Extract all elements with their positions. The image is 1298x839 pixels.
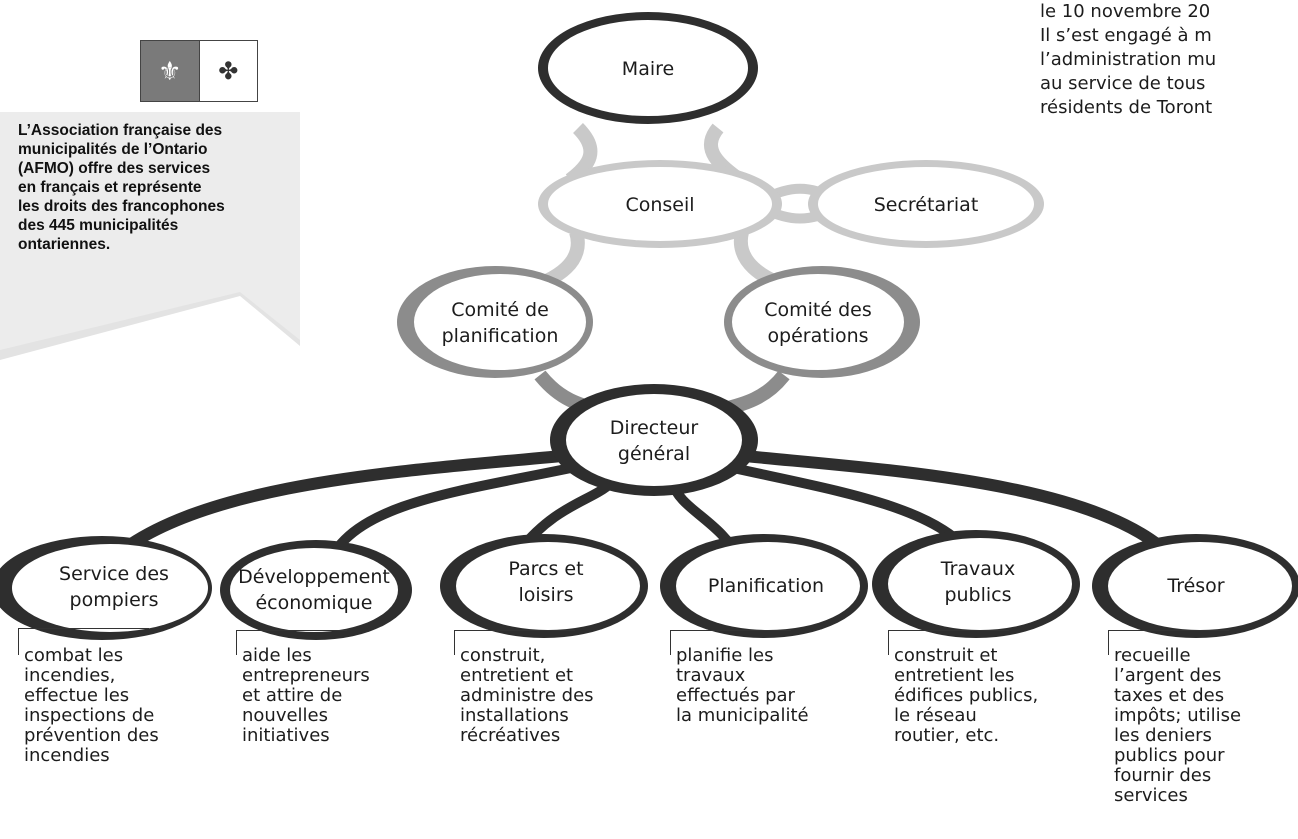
- travaux-description: construit et entretient les édifices pub…: [894, 645, 1039, 746]
- pompiers-node: [12, 544, 208, 632]
- travaux-node: [888, 538, 1072, 630]
- franco-ontarian-flag: ⚜ ✤: [140, 40, 258, 102]
- directeur-label-2: général: [618, 443, 690, 465]
- side-text: le 10 novembre 20 Il s’est engagé à m l’…: [1040, 1, 1217, 118]
- callout-text: L’Association française des municipalité…: [18, 122, 225, 253]
- secretariat-label: Secrétariat: [874, 194, 979, 216]
- tresor-bracket: [1108, 630, 1229, 655]
- developpement-label-2: économique: [255, 592, 372, 614]
- developpement-description: aide les entrepreneurs et attire de nouv…: [242, 645, 370, 746]
- pompiers-bracket: [18, 628, 149, 655]
- parcs-label-2: loisirs: [518, 584, 573, 606]
- conseil-label: Conseil: [625, 194, 694, 216]
- directeur-node: [566, 394, 742, 486]
- secretariat-node: [818, 167, 1034, 241]
- planification-node: [676, 542, 860, 630]
- developpement-label-1: Développement: [238, 566, 390, 588]
- directeur-label-1: Directeur: [610, 417, 699, 439]
- fleur-de-lis-icon: ⚜: [141, 41, 199, 101]
- tresor-node: [1108, 542, 1292, 630]
- parcs-bracket: [454, 630, 575, 655]
- parcs-node: [456, 542, 640, 630]
- parcs-description: construit, entretient et administre des …: [460, 645, 594, 746]
- developpement-bracket: [236, 630, 347, 655]
- comite-operations-label-2: opérations: [767, 325, 868, 347]
- pompiers-description: combat les incendies, effectue les inspe…: [24, 645, 159, 766]
- planification-description: planifie les travaux effectués par la mu…: [676, 645, 809, 726]
- developpement-node: [230, 548, 398, 632]
- tresor-label: Trésor: [1166, 575, 1224, 597]
- afmo-callout: ⚜ ✤ L’Association française des municipa…: [0, 0, 300, 360]
- trillium-icon: ✤: [198, 41, 257, 101]
- travaux-label-2: publics: [944, 584, 1011, 606]
- conseil-node: [548, 167, 772, 241]
- comite-planification-label-1: Comité de: [451, 299, 549, 321]
- tresor-description: recueille l’argent des taxes et des impô…: [1114, 645, 1242, 806]
- maire-label: Maire: [622, 58, 674, 80]
- connector-directeur-departments: [106, 449, 1180, 565]
- pompiers-label-2: pompiers: [70, 589, 159, 611]
- department-nodes: [0, 530, 1298, 640]
- planification-bracket: [670, 630, 791, 655]
- planification-label: Planification: [708, 575, 824, 597]
- travaux-label-1: Travaux: [940, 558, 1015, 580]
- parcs-label-1: Parcs et: [508, 558, 583, 580]
- maire-node: [548, 20, 748, 116]
- comite-operations-node: [732, 274, 904, 370]
- pompiers-label-1: Service des: [59, 563, 169, 585]
- comite-planification-node: [414, 274, 586, 370]
- travaux-bracket: [888, 630, 1009, 655]
- callout-background: [0, 112, 300, 360]
- comite-planification-label-2: planification: [442, 325, 559, 347]
- comite-operations-label-1: Comité des: [764, 299, 872, 321]
